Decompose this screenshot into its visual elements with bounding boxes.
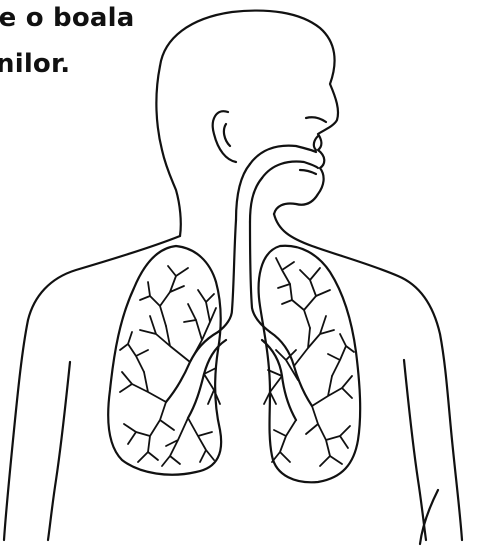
neck-shoulder-right	[274, 214, 462, 540]
left-lung-outline	[108, 246, 221, 475]
caption-line-2: nilor.	[0, 48, 70, 80]
left-bronchus	[166, 332, 218, 402]
throat-back	[236, 164, 250, 220]
bronchiole-branches	[120, 258, 354, 466]
back-of-head	[156, 66, 180, 236]
right-arm-inner	[404, 360, 426, 540]
mouth-detail	[300, 170, 316, 174]
nasal-passage-lower	[262, 162, 318, 178]
left-arm-inner	[48, 362, 70, 540]
neck-shoulder-left	[4, 236, 180, 540]
caption-line-1: te o boala	[0, 2, 135, 34]
head-outline	[160, 11, 338, 214]
nasal-passage-upper	[250, 146, 316, 164]
throat-front	[250, 178, 262, 222]
nose-detail	[314, 136, 318, 150]
right-lung-outline	[259, 246, 361, 483]
eye-detail	[306, 117, 326, 122]
